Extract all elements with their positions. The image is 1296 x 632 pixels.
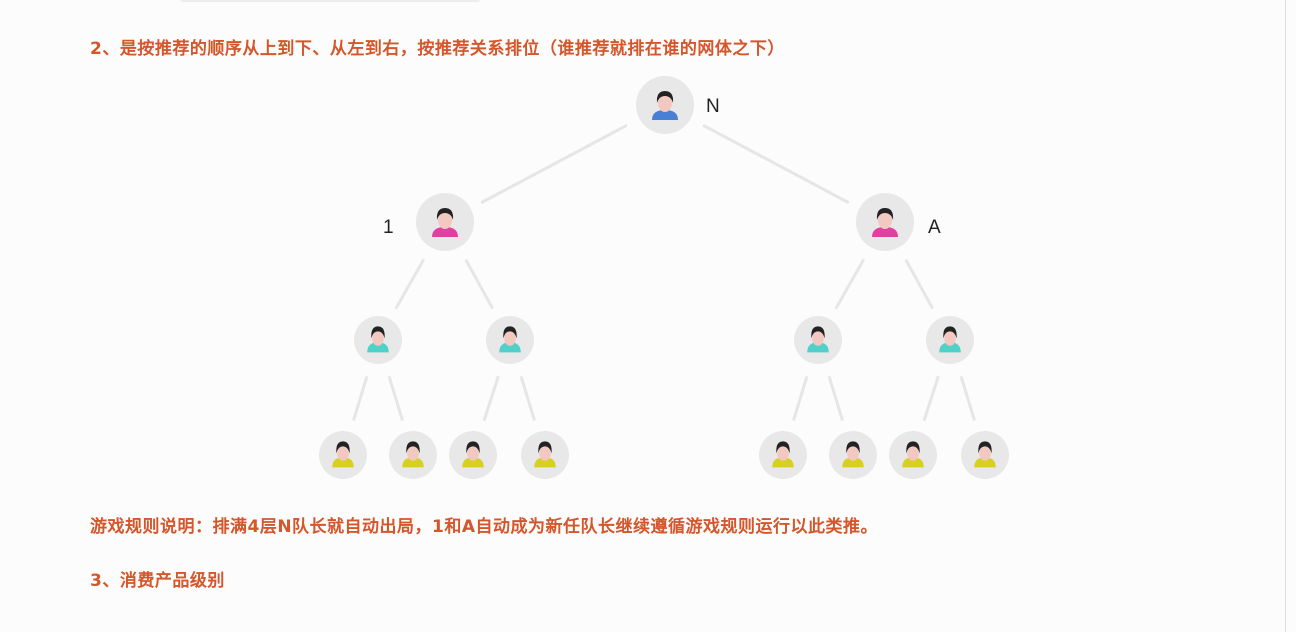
member-avatar-icon (521, 431, 569, 479)
tree-connector (834, 258, 866, 310)
tree-connector (827, 375, 844, 421)
member-avatar-icon (961, 431, 1009, 479)
member-avatar-icon (486, 316, 534, 364)
left-label: 1 (383, 217, 394, 238)
member-avatar-icon (926, 316, 974, 364)
member-avatar-icon (449, 431, 497, 479)
tree-connector (394, 258, 426, 310)
tree-connector (464, 258, 494, 310)
right-label: A (928, 217, 941, 238)
cut-off-text (180, 0, 480, 2)
member-avatar-icon (354, 316, 402, 364)
member-avatar-icon (829, 431, 877, 479)
section-2-heading: 2、是按推荐的顺序从上到下、从左到右，按推荐关系排位（谁推荐就排在谁的网体之下） (90, 39, 785, 59)
member-avatar-icon (889, 431, 937, 479)
tree-connector (480, 123, 628, 205)
tree-connector (352, 375, 369, 421)
member-avatar-icon (389, 431, 437, 479)
tree-connector (904, 258, 934, 310)
tree-connector (482, 375, 500, 422)
member-avatar-icon (319, 431, 367, 479)
member-avatar-icon (856, 193, 914, 251)
tree-connector (519, 375, 536, 421)
member-avatar-icon (794, 316, 842, 364)
page-edge (1285, 0, 1286, 632)
member-avatar-icon (759, 431, 807, 479)
root-label: N (706, 96, 720, 117)
tree-connector (922, 375, 940, 422)
game-rules-text: 游戏规则说明：排满4层N队长就自动出局，1和A自动成为新任队长继续遵循游戏规则运… (90, 517, 879, 537)
member-avatar-icon (636, 76, 694, 134)
member-avatar-icon (416, 193, 474, 251)
tree-connector (702, 123, 850, 205)
section-3-heading: 3、消费产品级别 (90, 571, 225, 591)
tree-connector (792, 375, 809, 421)
tree-connector (959, 375, 976, 421)
tree-connector (387, 375, 404, 421)
